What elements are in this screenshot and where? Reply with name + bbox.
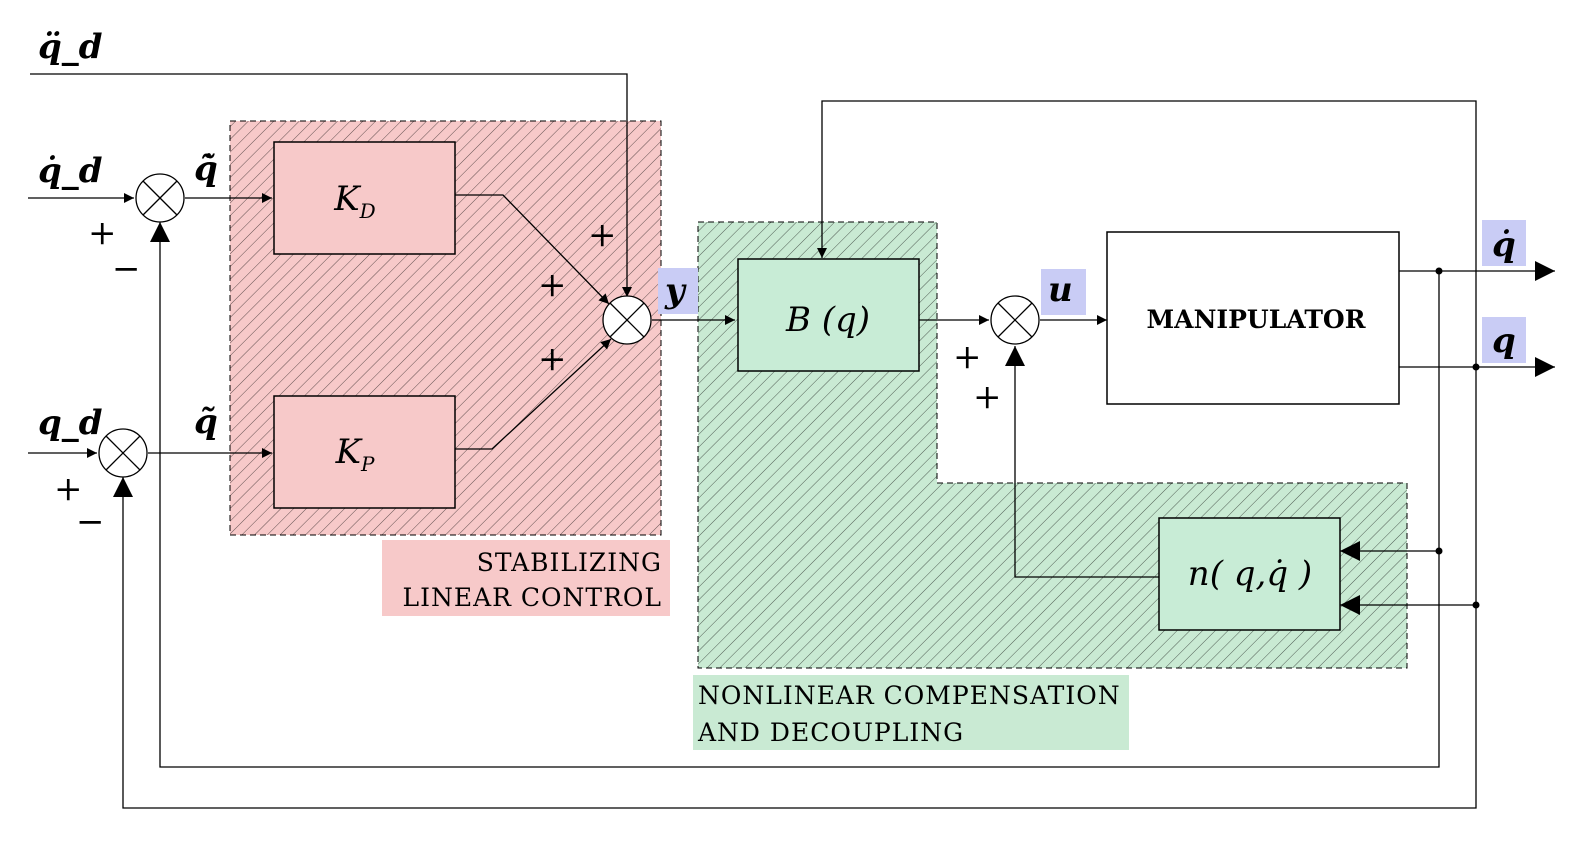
plus-sign: + [54,469,83,509]
linear-region-label: STABILIZING LINEAR CONTROL [382,540,670,616]
manipulator-block: MANIPULATOR [1106,231,1400,405]
linear-label-line1: STABILIZING [477,548,662,577]
nonlinear-label-line2: AND DECOUPLING [697,718,964,747]
plus-sign: + [953,337,982,377]
kd-block: KD [273,141,456,255]
junction-dot [1435,267,1443,275]
q-output-label: q [1482,317,1526,363]
u-signal-label: u [1041,269,1086,315]
q-error-label: q̃ [194,402,218,442]
minus-sign: − [76,502,105,542]
plus-sign: + [88,213,117,253]
junction-dot [1435,547,1443,555]
qd-ref-label: q_d [38,403,103,443]
minus-sign: − [112,249,141,289]
svg-text:q̇: q̇ [1492,225,1516,265]
qd-dot-ref-label: q̇_d [38,151,103,191]
kd-output-wire [455,194,610,305]
bq-label: B (q) [785,300,870,340]
kp-output-wire [455,338,612,450]
summing-junction-control [602,295,652,345]
velocity-feedback-wire [150,222,1440,768]
n-label: n( q,q̇ ) [1188,554,1312,594]
summing-junction-position [98,428,148,478]
svg-text:y: y [664,271,687,311]
junction-dots [1435,267,1480,609]
plus-sign: + [588,215,617,255]
bq-block: B (q) [737,258,920,372]
nonlinear-region-label: NONLINEAR COMPENSATION AND DECOUPLING [693,675,1129,750]
qdot-error-label: q̃̇ [194,149,218,189]
plus-sign: + [973,377,1002,417]
nonlinear-label-line1: NONLINEAR COMPENSATION [698,681,1121,710]
manipulator-label: MANIPULATOR [1147,305,1366,334]
n-output-wire [1005,346,1159,578]
junction-dot [1472,601,1480,609]
summing-junction-torque [990,295,1040,345]
junction-dot [1472,363,1480,371]
n-block: n( q,q̇ ) [1158,517,1341,631]
linear-label-line2: LINEAR CONTROL [402,583,662,612]
q-to-bq-wire [817,100,1477,367]
y-signal-label: y [658,268,698,314]
kd-symbol: KD [333,179,375,223]
position-feedback-wire [113,477,1477,809]
qdd-feedforward-wire [30,73,632,297]
svg-text:q: q [1492,321,1516,361]
svg-text:u: u [1048,270,1073,310]
kp-block: KP [273,395,456,509]
qdot-output-label: q̇ [1482,220,1526,266]
qdd-ref-label: q̈_d [38,27,103,67]
plus-sign: + [538,339,567,379]
summing-junction-velocity [135,173,185,223]
plus-sign: + [538,265,567,305]
kp-symbol: KP [335,432,375,476]
